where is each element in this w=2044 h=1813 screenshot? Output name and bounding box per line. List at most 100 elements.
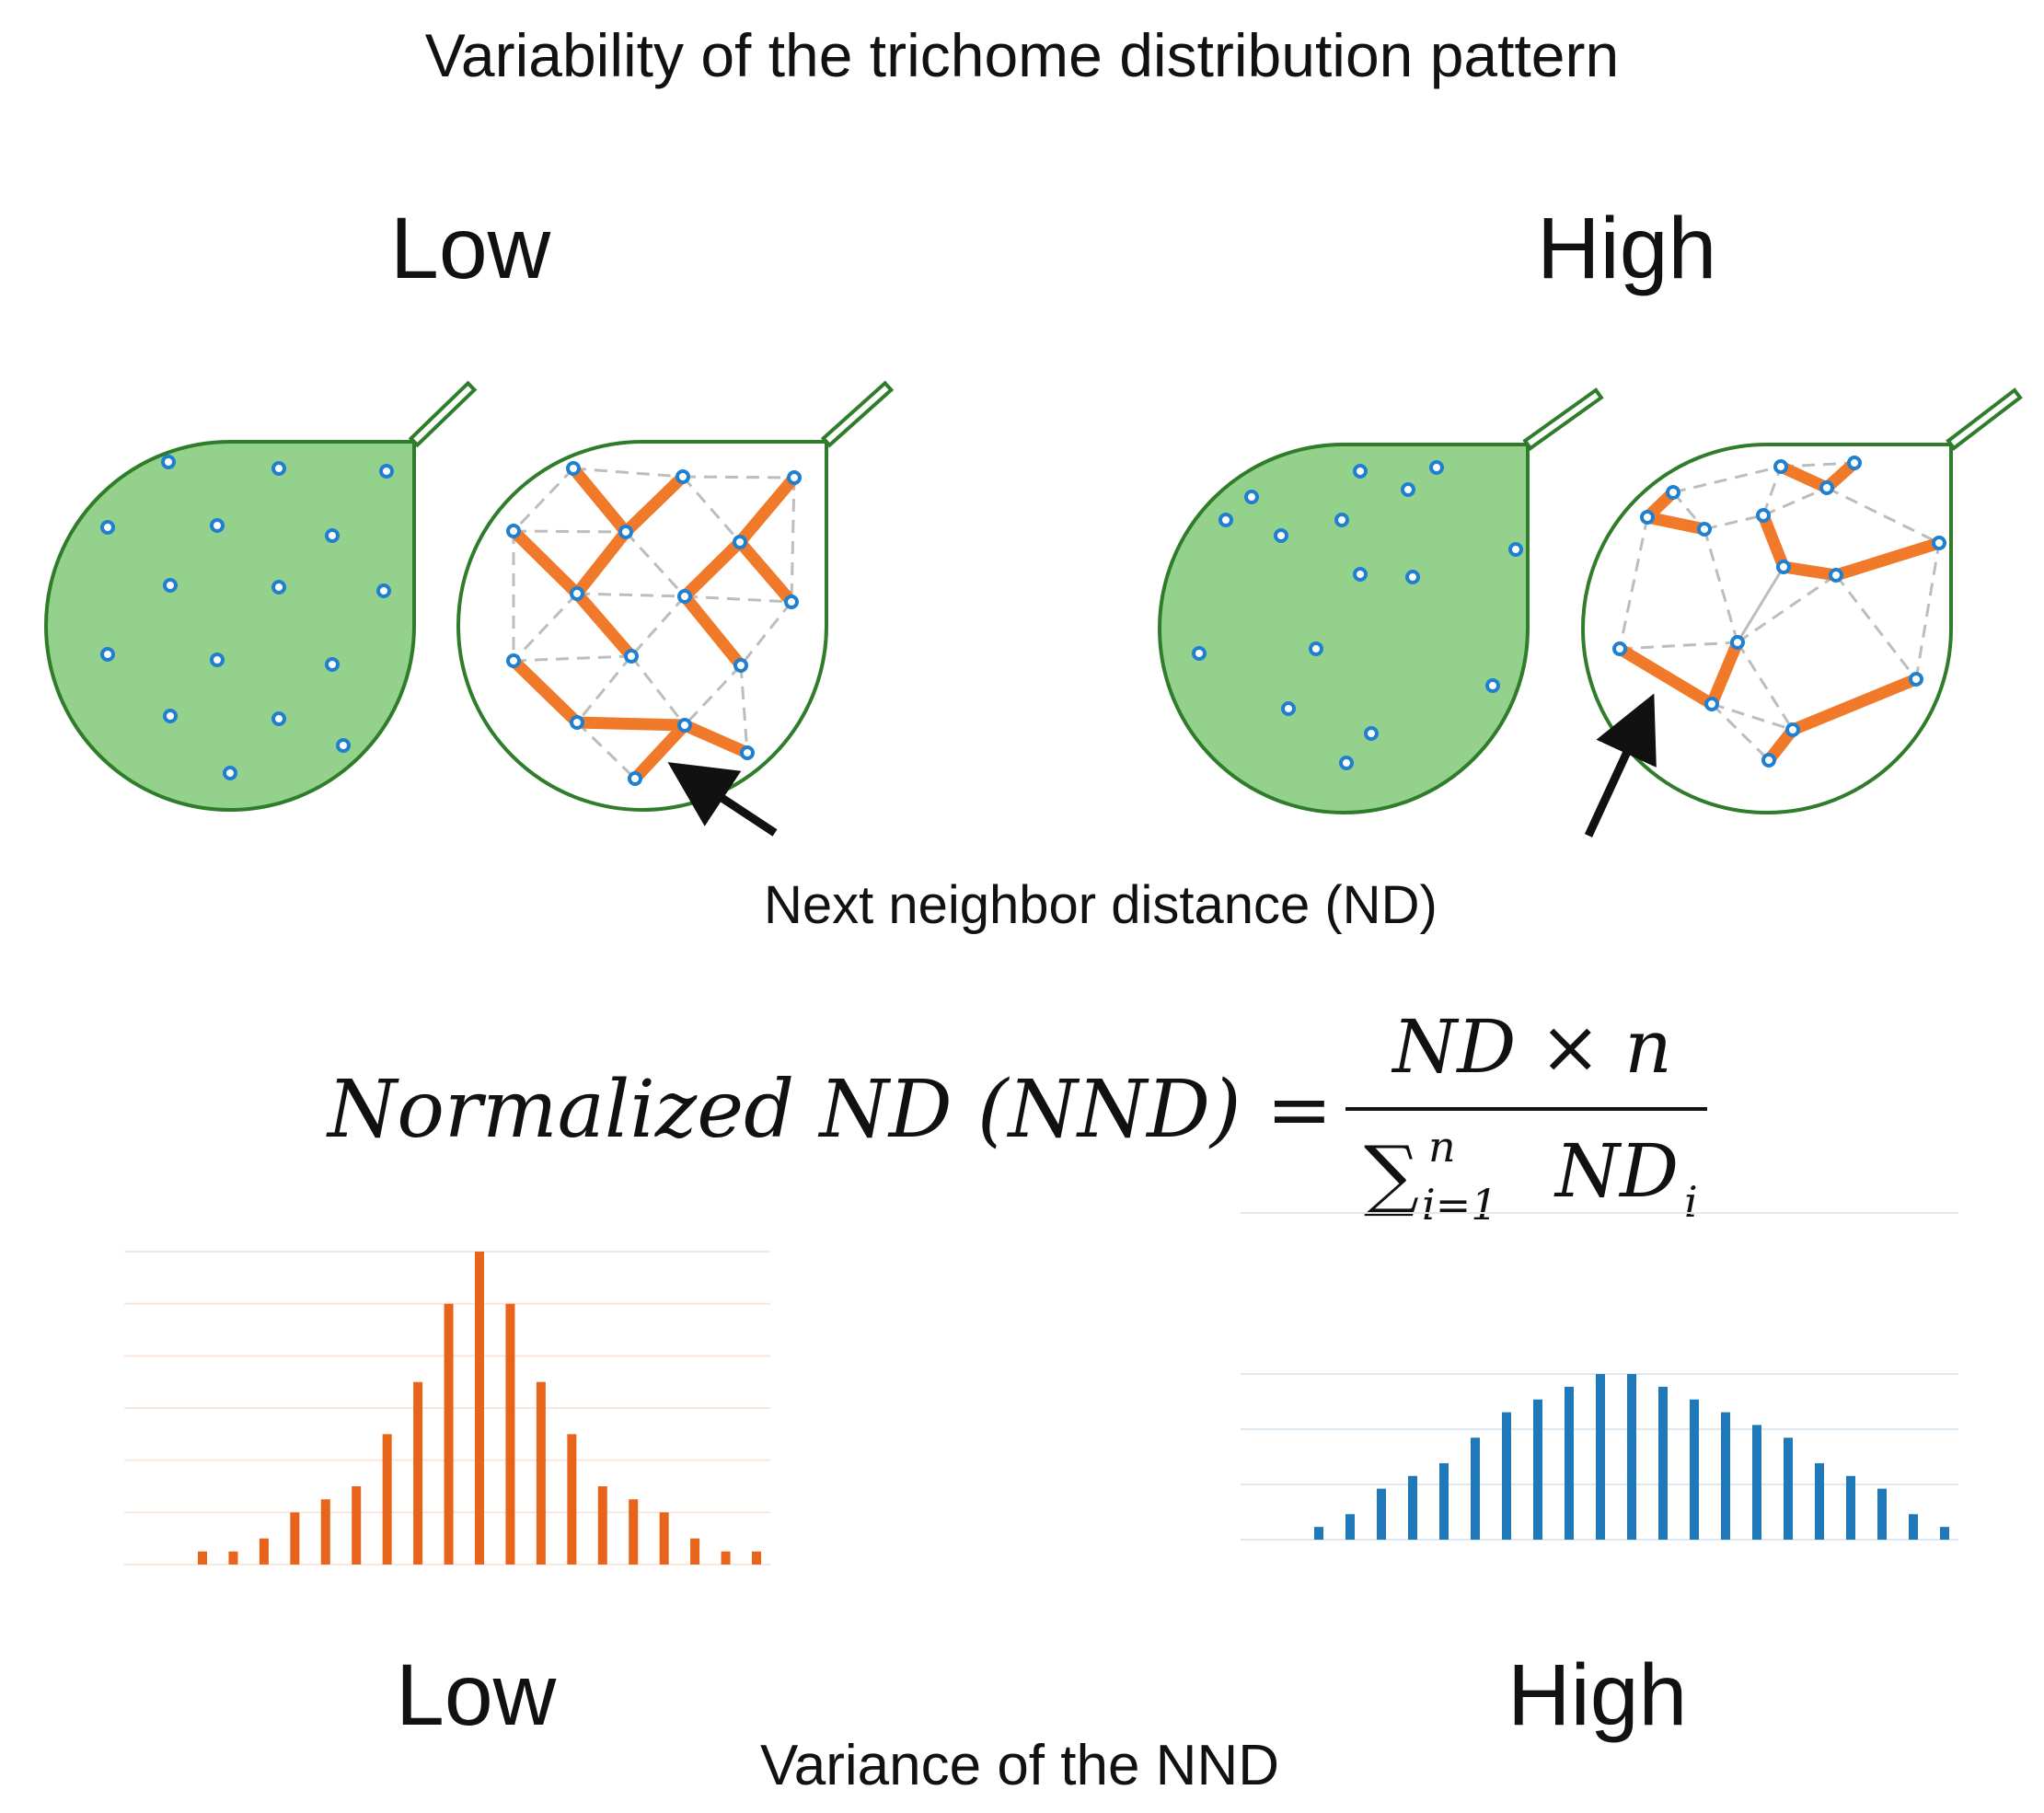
- trichome-dot: [676, 469, 690, 484]
- histogram-bar: [1658, 1386, 1668, 1540]
- histogram-bar: [659, 1512, 669, 1565]
- trichome-dot: [1847, 456, 1862, 470]
- formula-lhs: Normalized ND (NND) =: [326, 1064, 1333, 1156]
- trichome-dot: [1819, 480, 1834, 495]
- nearest-neighbor-line: [567, 462, 632, 538]
- trichome-dot: [325, 657, 340, 672]
- leaves-layer: [44, 380, 2023, 814]
- nd-annotation-label: Next neighbor distance (ND): [764, 875, 1438, 935]
- leaf-blade: [44, 440, 416, 812]
- histogram-bar: [290, 1512, 300, 1565]
- histogram-bar: [1565, 1386, 1574, 1540]
- histogram-bar: [259, 1538, 269, 1565]
- trichome-dot: [1244, 490, 1259, 504]
- nearest-neighbor-line: [733, 471, 801, 549]
- arrows-layer: [667, 693, 1657, 837]
- neighbor-link: [739, 601, 793, 666]
- trichome-dot: [1339, 756, 1354, 770]
- trichome-dot: [1309, 641, 1323, 656]
- trichome-dot: [1364, 726, 1379, 741]
- neighbor-link: [683, 664, 743, 727]
- trichome-dot: [1697, 522, 1712, 537]
- leaf-stem: [1522, 387, 1604, 451]
- trichome-dot: [210, 518, 225, 533]
- nearest-neighbor-line: [1777, 560, 1842, 582]
- formula-sigma: ∑: [1364, 1129, 1419, 1219]
- trichome-dot: [1334, 513, 1349, 527]
- histogram-bar: [1377, 1488, 1386, 1540]
- trichome-dot: [271, 580, 286, 595]
- neighbor-link: [682, 475, 795, 479]
- histogram-bar: [198, 1551, 207, 1565]
- trichome-dot: [336, 738, 351, 753]
- nearest-neighbor-line: [1705, 636, 1744, 710]
- nd-arrow-high: [1584, 693, 1657, 837]
- neighbor-link: [512, 592, 579, 663]
- nearest-neighbor-line: [1830, 537, 1946, 582]
- nearest-neighbor-line: [733, 536, 798, 608]
- neighbor-link: [576, 592, 686, 598]
- histogram-bar: [1690, 1399, 1699, 1540]
- nearest-neighbor-line: [1786, 673, 1923, 736]
- nearest-neighbor-line: [1757, 509, 1790, 573]
- nearest-neighbor-line: [678, 590, 747, 672]
- formula-sub: i=1: [1422, 1180, 1498, 1230]
- neighbor-link: [629, 595, 687, 657]
- histogram-bar: [413, 1381, 423, 1565]
- neighbor-link: [575, 721, 637, 780]
- trichome-dot: [1776, 560, 1791, 574]
- neighbor-link: [1914, 542, 1941, 680]
- trichome-dot: [379, 464, 394, 479]
- formula-sup: n: [1428, 1122, 1456, 1172]
- histogram-bar: [690, 1538, 700, 1565]
- histogram-bar: [1408, 1475, 1417, 1540]
- trichome-dot: [1429, 460, 1444, 475]
- trichome-dot: [566, 461, 581, 476]
- high-variability-label: High: [1537, 200, 1717, 297]
- neighbor-link: [1672, 465, 1782, 494]
- trichome-dot: [624, 649, 639, 664]
- trichome-dot: [1281, 701, 1296, 716]
- histogram-bar: [1909, 1514, 1918, 1540]
- trichome-dot: [570, 715, 584, 730]
- trichome-dot: [1829, 568, 1843, 583]
- histogram-bar: [536, 1381, 546, 1565]
- trichome-dot: [1785, 722, 1800, 737]
- histogram-bar: [1877, 1488, 1887, 1540]
- nearest-neighbor-line: [571, 587, 638, 663]
- leaf-blade: [1158, 443, 1530, 814]
- trichome-dot: [163, 709, 178, 723]
- trichome-dot: [784, 595, 799, 609]
- neighbor-link: [1703, 514, 1764, 531]
- neighbor-link: [1736, 566, 1785, 643]
- trichome-dot: [1666, 485, 1680, 500]
- neighbor-link: [681, 476, 742, 543]
- histogram-bar: [1533, 1399, 1542, 1540]
- trichome-dot: [677, 589, 692, 604]
- trichome-dot: [1192, 646, 1207, 661]
- trichome-dot: [1353, 464, 1368, 479]
- trichome-dot: [733, 658, 748, 673]
- high-variance-label: High: [1507, 1646, 1688, 1744]
- histogram-bar: [752, 1551, 761, 1565]
- trichome-dot: [325, 528, 340, 543]
- histogram-bar: [505, 1303, 515, 1565]
- nearest-neighbor-line: [619, 470, 689, 538]
- histogram-bar: [1940, 1527, 1949, 1540]
- leaf-high-network: [1581, 387, 2023, 814]
- leaf-high-clustered: [1158, 387, 1604, 814]
- neighbor-link: [1834, 574, 1918, 680]
- trichome-dot: [223, 766, 237, 780]
- leaf-stem: [408, 380, 478, 448]
- formula-den-sub: i: [1684, 1177, 1698, 1227]
- trichome-dot: [570, 586, 584, 601]
- neighbor-link: [1761, 466, 1783, 516]
- histogram-bar: [1502, 1412, 1511, 1540]
- neighbor-link: [1711, 702, 1794, 732]
- histogram-bar: [444, 1303, 454, 1565]
- leaf-low-uniform: [44, 380, 478, 812]
- histogram-bar: [382, 1434, 392, 1565]
- trichome-dot: [628, 771, 642, 786]
- histogram-bar: [475, 1252, 484, 1565]
- histogram-bar: [567, 1434, 577, 1565]
